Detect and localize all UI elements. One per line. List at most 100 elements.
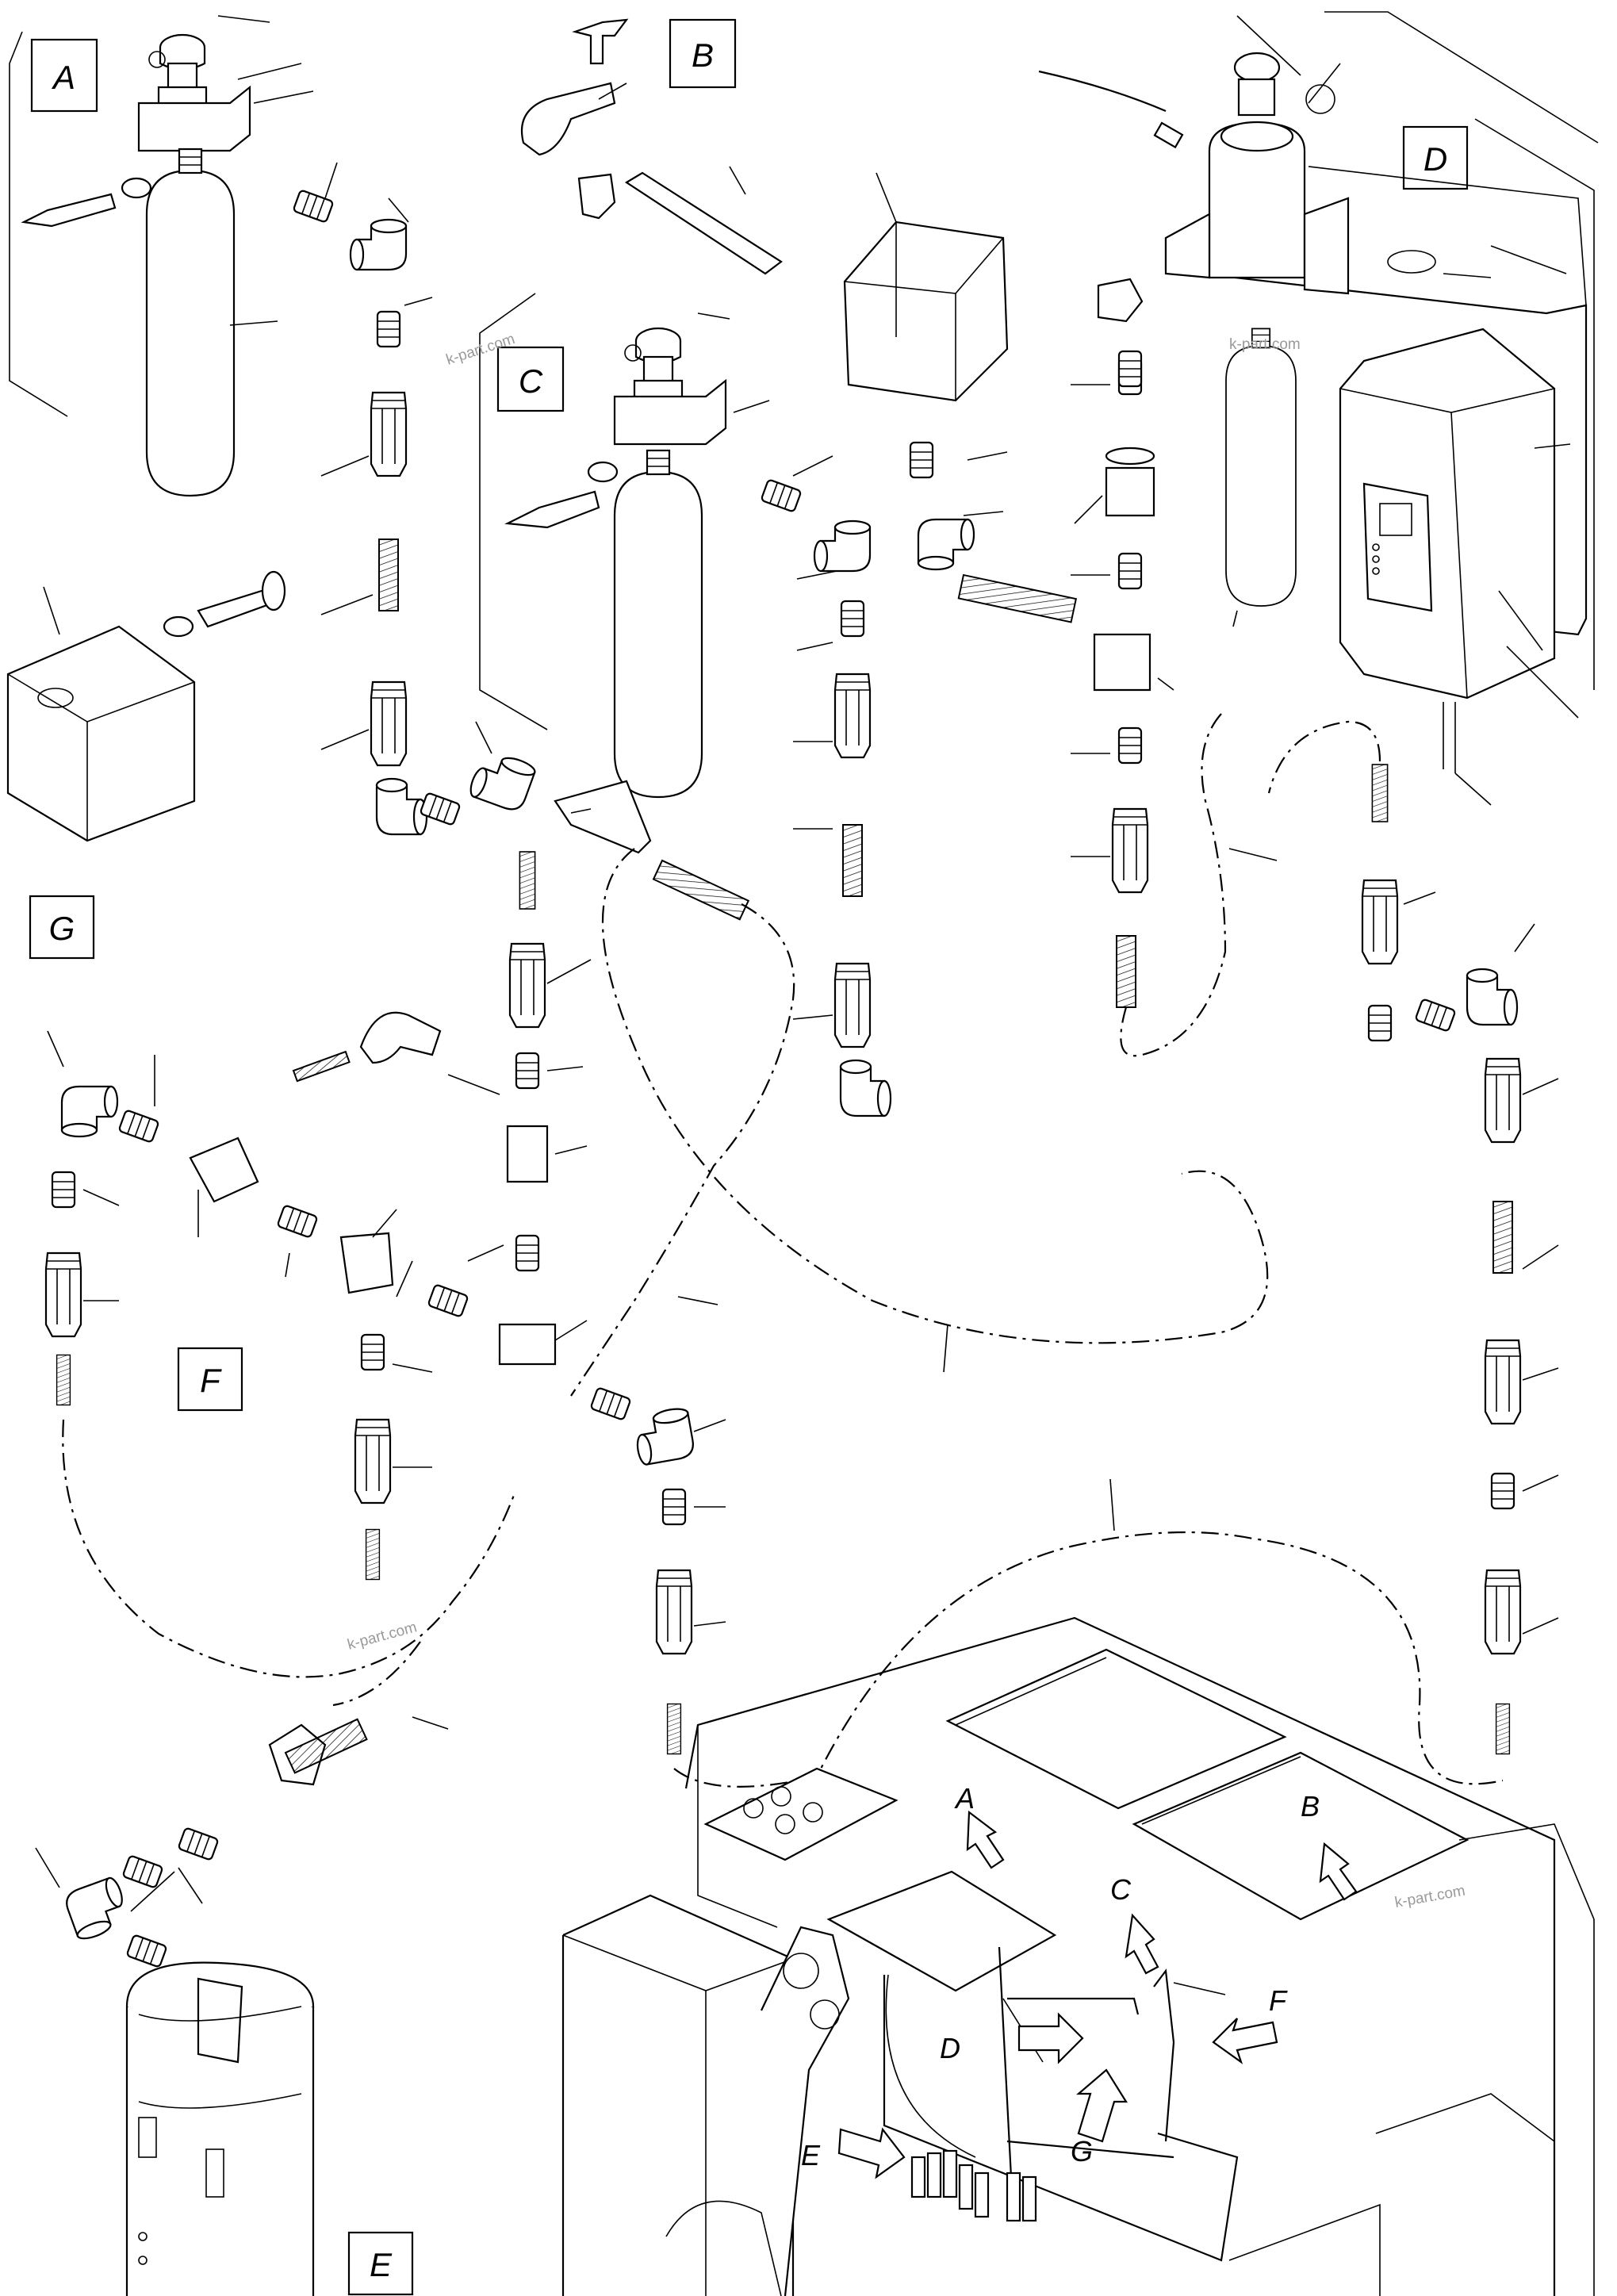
section-f-fitting-3-icon <box>427 1283 469 1318</box>
watermark-3: k-part.com <box>346 1619 419 1654</box>
section-a-label-box <box>30 38 98 113</box>
machine-panel-icon <box>703 1767 899 1861</box>
section-e-assembly: E <box>35 1716 449 2296</box>
section-d-lower-fitting-icon <box>1414 998 1457 1033</box>
center-tee-lower-icon <box>498 1323 557 1366</box>
section-f-assembly: F <box>44 1030 469 1581</box>
center-hose-nut-2-icon <box>655 1569 693 1655</box>
section-d-assembly: D <box>1038 11 1599 1755</box>
section-b-bolt-icon <box>572 18 629 65</box>
middle-hose-icon <box>652 859 750 921</box>
section-d-label: D <box>1423 140 1447 178</box>
tee-mid-fitting-icon <box>1117 552 1143 590</box>
section-f-hose-icon <box>56 1354 71 1406</box>
section-b-nut-icon <box>577 173 616 220</box>
section-e-fitting-3-icon <box>125 1934 168 1968</box>
section-b-clamp-icon <box>520 82 616 156</box>
section-b-assembly: B <box>520 18 783 275</box>
center-tee-icon <box>506 1125 549 1183</box>
machine-cab-icon <box>561 1894 795 2296</box>
section-e-fitting-icon <box>177 1826 220 1861</box>
section-d-cable-icon <box>1038 70 1167 113</box>
section-g-washer-icon <box>163 615 194 638</box>
callout-arrows <box>837 1810 1358 2179</box>
tee-lower-icon <box>1093 633 1151 692</box>
section-a-assembly: A <box>9 15 462 836</box>
section-e-nozzle-icon <box>197 1977 243 2064</box>
section-d-cylinder-icon <box>1225 328 1297 607</box>
callout-c-label: C <box>1110 1873 1132 1906</box>
callout-g-label: G <box>1071 2135 1093 2168</box>
section-e-label-box <box>347 2231 414 2296</box>
section-a-washer-icon <box>121 177 152 199</box>
center-clamp-icon <box>359 1011 442 1064</box>
pressure-switch-icon <box>843 220 1009 402</box>
section-f-label: F <box>200 1362 222 1399</box>
center-clamp-screw-icon <box>292 1050 351 1083</box>
section-f-nipple-icon <box>51 1171 76 1209</box>
section-f-hose-nut-2-icon <box>354 1418 392 1504</box>
section-c-cylinder-icon <box>613 449 703 799</box>
watermark-4: k-part.com <box>1393 1883 1466 1911</box>
section-d-right-hose-icon <box>1492 1201 1513 1274</box>
section-a-cylinder-icon <box>145 148 236 497</box>
section-b-label: B <box>692 36 714 74</box>
callout-e-label: E <box>801 2139 821 2171</box>
pressure-switch-assembly <box>843 172 1174 1008</box>
section-d-valve-knob-icon <box>1233 52 1281 83</box>
section-g-box-icon <box>6 625 196 842</box>
middle-elbow-icon <box>466 746 538 815</box>
section-f-nipple-2-icon <box>360 1333 385 1371</box>
section-f-hose-nut-icon <box>44 1251 82 1338</box>
section-e-label: E <box>370 2246 393 2283</box>
section-f-elbow-icon <box>60 1085 119 1138</box>
section-g-label-box <box>29 895 95 960</box>
section-c-bolt-icon <box>504 490 600 529</box>
section-b-label-box <box>669 18 737 89</box>
center-elbow-icon <box>630 1405 696 1466</box>
tee-upper-icon <box>1105 466 1155 517</box>
tee-hose-nut-icon <box>1111 807 1149 894</box>
section-d-right-hose-nut-2-icon <box>1484 1339 1522 1425</box>
center-fitting-icon <box>515 1052 540 1090</box>
section-c-lower-elbow-icon <box>839 1059 892 1117</box>
section-f-fitting-icon <box>117 1109 160 1144</box>
middle-pipe-assembly <box>292 721 750 1755</box>
callout-a-label: A <box>954 1782 975 1815</box>
section-c-label-box <box>496 346 565 412</box>
machine-hatch-left-icon <box>945 1648 1287 1810</box>
section-d-elbow-lower-icon <box>1466 968 1519 1026</box>
section-d-nipple-icon <box>1367 1004 1393 1042</box>
watermark-2: k-part.com <box>1229 336 1301 353</box>
section-c-nipple-icon <box>840 600 865 638</box>
middle-hose-nut-icon <box>554 780 652 854</box>
center-fitting-2-icon <box>515 1234 540 1272</box>
section-c-elbow-icon <box>813 519 872 573</box>
section-a-hose-nut-icon <box>370 391 408 477</box>
section-a-nipple-icon <box>376 310 401 348</box>
section-d-hose-icon <box>1371 764 1389 822</box>
section-e-hose-icon <box>284 1718 368 1774</box>
center-hose-icon <box>519 851 536 910</box>
section-a-fitting-icon <box>292 189 335 224</box>
section-f-label-box <box>177 1347 243 1412</box>
section-a-bolt-icon <box>21 193 117 228</box>
section-d-hose-nut-icon <box>1361 879 1399 965</box>
pressure-switch-elbow-icon <box>917 518 975 571</box>
section-c-hose-nut-icon <box>833 673 872 759</box>
callout-f-label: F <box>1269 1984 1288 2017</box>
section-g-label: G <box>49 910 75 947</box>
watermark-1: k-part.com <box>444 331 517 369</box>
section-a-elbow-icon <box>349 218 408 271</box>
section-a-hose-icon <box>378 539 399 611</box>
section-f-fitting-2-icon <box>276 1204 319 1239</box>
center-fitting-4-icon <box>661 1488 687 1526</box>
section-b-pipe-icon <box>624 171 783 275</box>
section-a-lower-elbow-icon <box>375 777 428 836</box>
machine-hatch-right-icon <box>1132 1751 1469 1921</box>
callout-b-label: B <box>1301 1790 1320 1823</box>
section-d-right-hose-end-icon <box>1495 1703 1511 1755</box>
section-d-fitting-icon <box>1117 350 1143 388</box>
hose-routing-lines <box>62 713 1504 1788</box>
